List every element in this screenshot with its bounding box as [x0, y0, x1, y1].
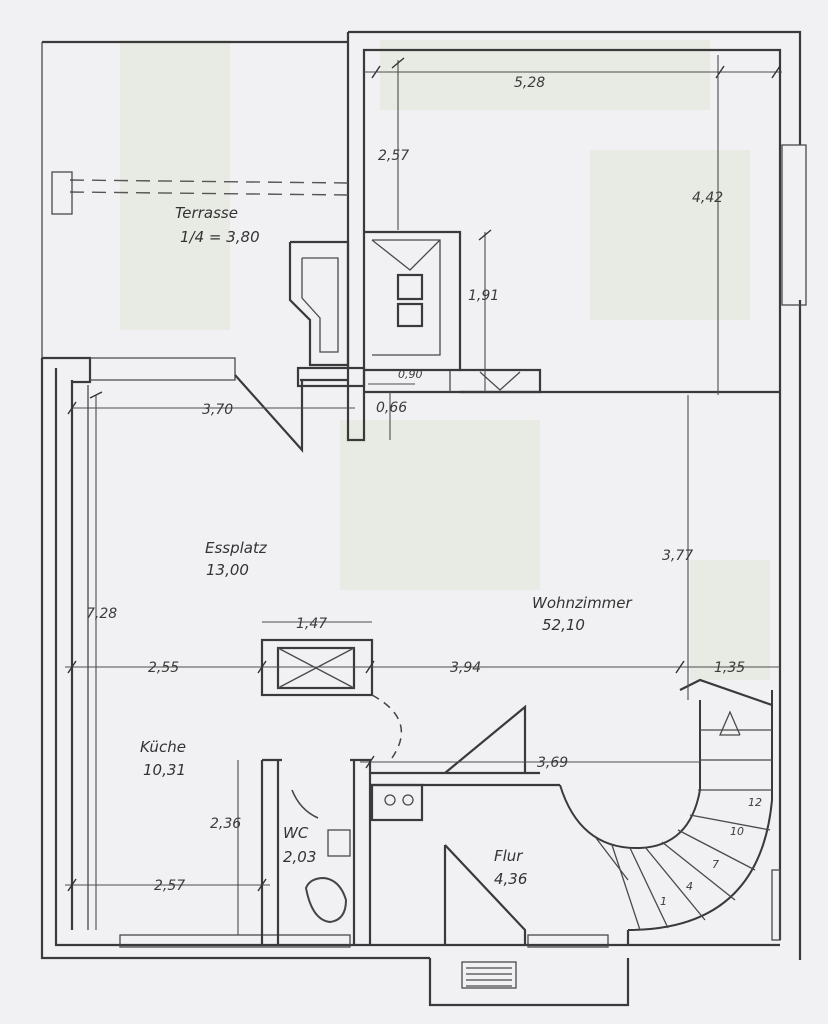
dimension-labels: 5,28 2,57 4,42 1,91 0,90 0,66 3,70 7,28 … [86, 75, 745, 894]
dim-left-height: 7,28 [86, 606, 117, 622]
dim-small-066: 0,66 [376, 400, 407, 416]
terrace-beam [51, 171, 349, 215]
terrasse-name: Terrasse [175, 204, 238, 222]
dim-left-mid-width: 2,55 [148, 660, 179, 676]
flur-name: Flur [494, 847, 523, 865]
wohnzimmer-area: 52,10 [542, 616, 585, 634]
kueche-area: 10,31 [143, 761, 186, 779]
stair-step-number: 1 [660, 895, 667, 908]
paint-patch [690, 560, 770, 680]
dim-kueche-width: 2,57 [154, 878, 185, 894]
dim-window-width: 1,47 [296, 616, 327, 632]
dim-small-090: 0,90 [398, 368, 423, 381]
stair-step-numbers: 1 4 7 10 12 [660, 796, 762, 908]
dim-right-small-width: 1,35 [714, 660, 745, 676]
dim-essplatz-width: 3,70 [202, 402, 233, 418]
dim-right-upper-height: 4,42 [692, 190, 723, 206]
dimension-lines [65, 55, 782, 935]
paint-patch [380, 40, 710, 110]
dim-flur-width: 3,69 [537, 755, 568, 771]
essplatz-area: 13,00 [206, 561, 249, 579]
wc-area: 2,03 [283, 848, 316, 866]
paint-patch [590, 150, 750, 320]
dim-right-mid-height: 3,77 [662, 548, 693, 564]
fireplace [288, 230, 542, 394]
dim-chimney-height: 1,91 [468, 288, 499, 304]
terrasse-area: 1/4 = 3,80 [180, 228, 260, 246]
outer-walls [40, 30, 807, 1007]
interior-walls [260, 704, 560, 945]
stair-step-number: 4 [686, 880, 693, 893]
paint-patch [120, 40, 230, 330]
kueche-name: Küche [140, 738, 186, 756]
dim-upper-left-height: 2,57 [378, 148, 409, 164]
spiral-staircase [559, 678, 781, 945]
essplatz-name: Essplatz [205, 539, 268, 557]
stair-step-number: 12 [748, 796, 762, 809]
paint-patch [340, 420, 540, 590]
room-labels: Terrasse 1/4 = 3,80 Essplatz 13,00 Wohnz… [140, 204, 633, 888]
wc-name: WC [283, 824, 309, 842]
dim-center-width: 3,94 [450, 660, 481, 676]
stair-step-number: 7 [712, 858, 719, 871]
flur-area: 4,36 [494, 870, 527, 888]
dim-top-width: 5,28 [514, 75, 545, 91]
wohnzimmer-name: Wohnzimmer [532, 594, 633, 612]
pass-through-opening [260, 638, 374, 697]
dim-kueche-height: 2,36 [210, 816, 241, 832]
stair-step-number: 10 [730, 825, 744, 838]
